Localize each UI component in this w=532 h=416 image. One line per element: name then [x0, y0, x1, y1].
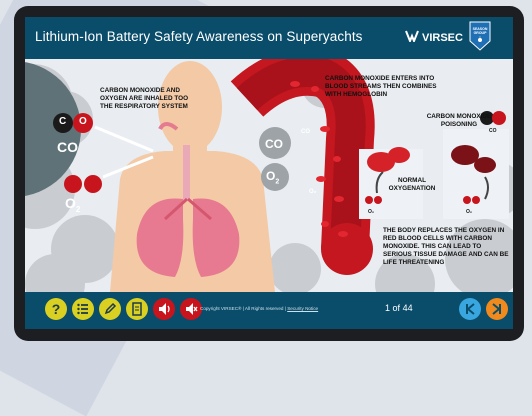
- svg-text:?: ?: [52, 301, 61, 317]
- virsec-logo-icon: [405, 30, 419, 42]
- list-icon: [72, 298, 94, 320]
- rbc-poison-1: [451, 145, 479, 165]
- security-notice-link[interactable]: Security Notice: [287, 306, 318, 311]
- help-button[interactable]: ?: [45, 298, 67, 320]
- current-page: 1: [385, 303, 390, 313]
- o2-small-4: [472, 196, 480, 204]
- oxygen-atom-2: [84, 175, 102, 193]
- speaker-icon: [153, 298, 175, 320]
- carbon-atom-label: C: [59, 116, 66, 127]
- infographic-scene: C O CO O2 CO O2 CO O₂ O₂ O₂ CO CARBON MO…: [25, 59, 513, 292]
- rbc-poison-2: [474, 157, 496, 173]
- o2-molecule-label: O2: [65, 195, 80, 214]
- blood-o2-label: O₂: [309, 189, 316, 195]
- vessel-co-label: CO: [265, 137, 283, 151]
- next-button[interactable]: [486, 298, 508, 320]
- notes-button[interactable]: [99, 298, 121, 320]
- course-title: Lithium-Ion Battery Safety Awareness on …: [35, 29, 363, 44]
- rbc-normal-2: [388, 147, 410, 163]
- o2-small-1: [365, 196, 373, 204]
- co-molecule-label: CO: [57, 139, 78, 155]
- page-indicator: 1 of 44: [385, 303, 413, 313]
- label-enters: CARBON MONOXIDE ENTERS INTO BLOOD STREAM…: [325, 75, 443, 99]
- label-replaces: THE BODY REPLACES THE OXYGEN IN RED BLOO…: [383, 227, 511, 267]
- normal-o2-label: O₂: [368, 208, 374, 216]
- poison-o2-label: O₂: [466, 208, 472, 216]
- vessel-o2-label: O2: [266, 169, 279, 185]
- speaker-mute-icon: [180, 298, 202, 320]
- previous-icon: [459, 298, 481, 320]
- copyright-text: Copyright VIRSEC® | All Rights reserved …: [200, 306, 318, 311]
- o2-small-2: [374, 196, 382, 204]
- course-screen: Lithium-Ion Battery Safety Awareness on …: [25, 17, 513, 329]
- label-normal: NORMAL OXYGENATION: [387, 177, 437, 193]
- label-inhaled: CARBON MONOXIDE AND OXYGEN ARE INHALED T…: [100, 87, 200, 111]
- of-label: of: [393, 303, 401, 313]
- footer-toolbar: ? Copyright VIRSEC® | All Rights reserve…: [25, 292, 513, 329]
- question-icon: ?: [45, 298, 67, 320]
- blood-co-label: CO: [301, 129, 310, 135]
- document-icon: [126, 298, 148, 320]
- brand-name: VIRSEC: [422, 32, 463, 44]
- oxygen-atom-1: [64, 175, 82, 193]
- poisoning-panel: [443, 129, 509, 219]
- pencil-icon: [99, 298, 121, 320]
- resources-button[interactable]: [126, 298, 148, 320]
- previous-button[interactable]: [459, 298, 481, 320]
- total-pages: 44: [403, 303, 413, 313]
- next-icon: [486, 298, 508, 320]
- brand-logo: VIRSEC: [405, 30, 463, 44]
- season-badge: SEASON GROUP •: [469, 21, 491, 51]
- title-bar: Lithium-Ion Battery Safety Awareness on …: [25, 17, 513, 59]
- menu-button[interactable]: [72, 298, 94, 320]
- label-poisoning: CARBON MONOXIDE POISONING: [423, 113, 495, 129]
- laptop-frame: Lithium-Ion Battery Safety Awareness on …: [14, 6, 524, 341]
- o2-small-3: [463, 196, 471, 204]
- audio-on-button[interactable]: [153, 298, 175, 320]
- audio-mute-button[interactable]: [180, 298, 202, 320]
- badge-text: SEASON GROUP •: [469, 27, 491, 39]
- oxygen-atom-label: O: [79, 116, 87, 127]
